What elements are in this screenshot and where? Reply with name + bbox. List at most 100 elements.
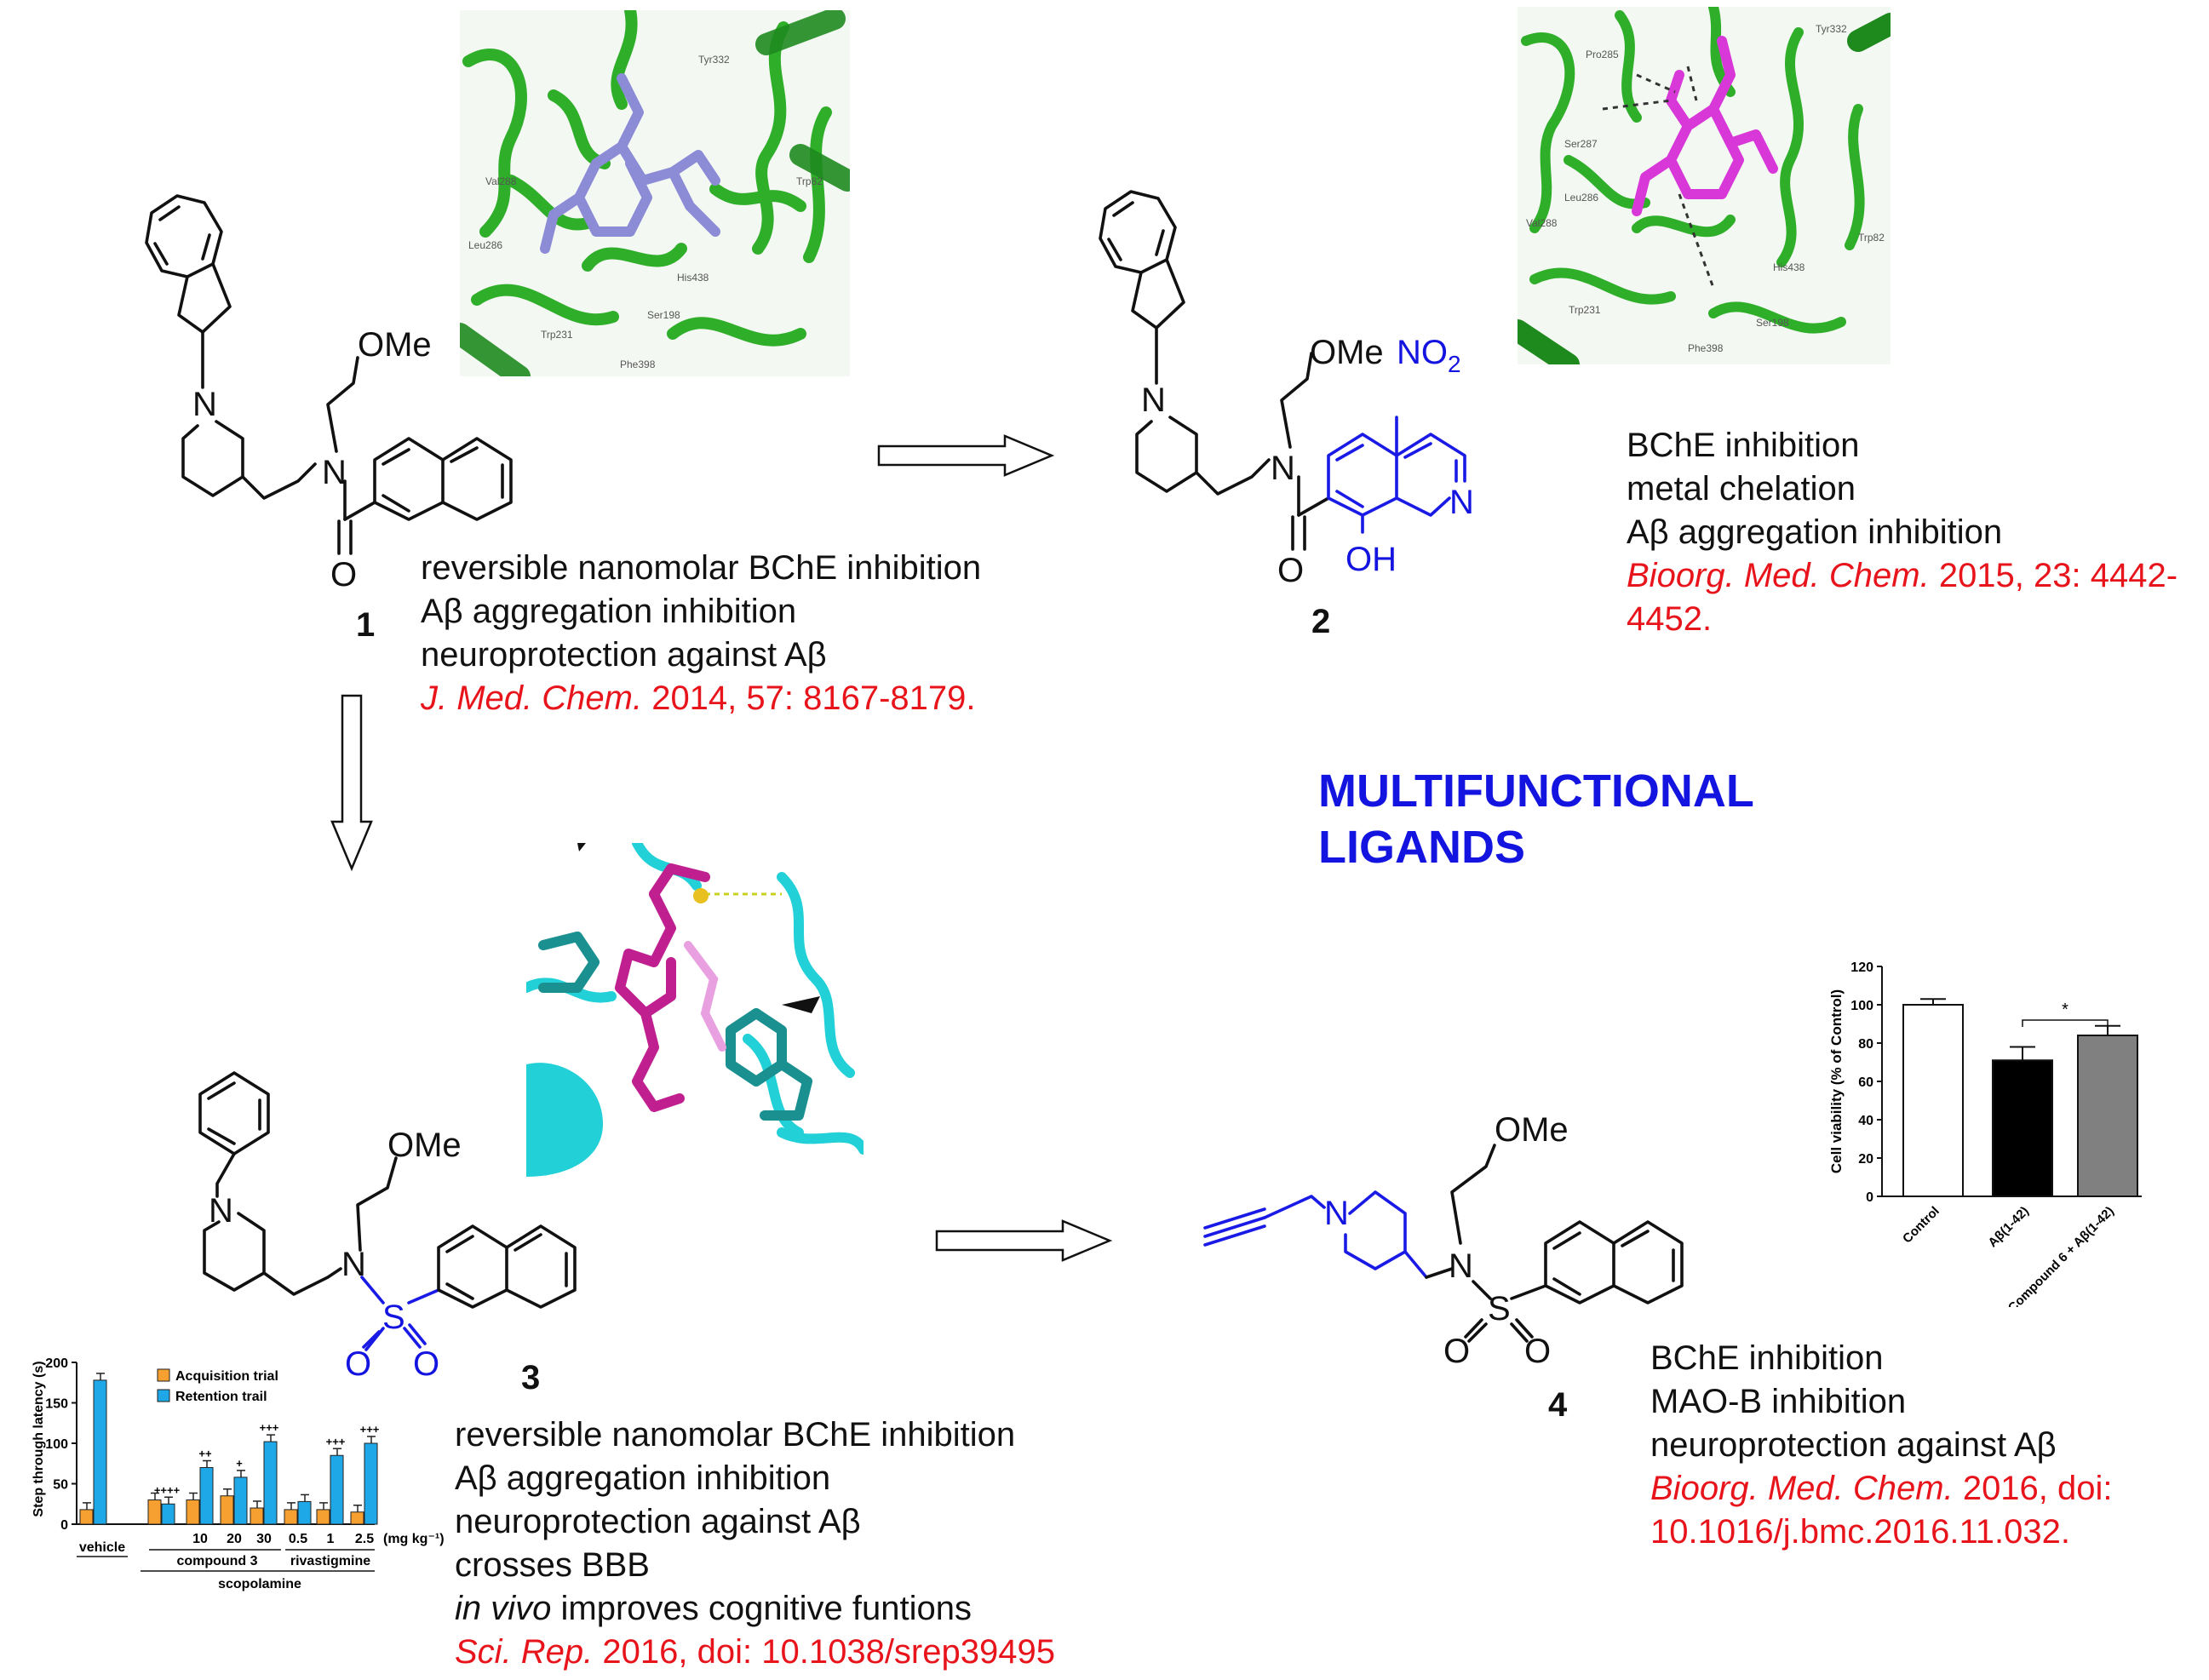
property-item: metal chelation bbox=[1627, 470, 1856, 507]
chart-axes: Cell viability (% of Control)02040608010… bbox=[1828, 960, 2142, 1205]
residue-label: Ser198 bbox=[1756, 317, 1789, 329]
residue-label: His438 bbox=[677, 272, 709, 284]
bar bbox=[2077, 1035, 2138, 1197]
y-tick-label: 50 bbox=[53, 1478, 68, 1493]
reference-citation: Sci. Rep. 2016, doi: 10.1038/srep39495 bbox=[455, 1633, 1055, 1671]
nitro-label: NO2 bbox=[1397, 334, 1461, 377]
property-item: BChE inhibition bbox=[1650, 1339, 1884, 1377]
residue-label: Leu286 bbox=[1564, 192, 1598, 204]
bar bbox=[186, 1499, 200, 1525]
x-tick-label: Control bbox=[1900, 1204, 1942, 1247]
page-title: MULTIFUNCTIONAL LIGANDS bbox=[1318, 763, 1754, 875]
residue-label: Ser198 bbox=[647, 309, 680, 321]
bar bbox=[330, 1454, 344, 1525]
docking-image-2: Pro285 Tyr332 Ser287 Leu286 Val288 Trp82… bbox=[1506, 2, 1902, 376]
arrow-down-icon bbox=[330, 694, 373, 872]
significance-marker: +++ bbox=[360, 1423, 380, 1436]
significance-bracket bbox=[2022, 1019, 2109, 1027]
title-line-1: MULTIFUNCTIONAL bbox=[1318, 765, 1754, 817]
atom-label: N bbox=[1449, 1247, 1473, 1285]
property-item: neuroprotection against Aβ bbox=[455, 1503, 861, 1540]
chart-ylabel: Cell viability (% of Control) bbox=[1828, 989, 1845, 1173]
atom-label: OMe bbox=[1495, 1111, 1569, 1149]
reference-citation: Bioorg. Med. Chem. 2016, doi: bbox=[1650, 1470, 2113, 1507]
residue-label: Val288 bbox=[485, 175, 517, 187]
significance-marker: + bbox=[236, 1457, 243, 1470]
y-tick-label: 150 bbox=[45, 1397, 68, 1412]
property-item: neuroprotection against Aβ bbox=[1650, 1426, 2057, 1464]
atom-label: OMe bbox=[358, 326, 432, 364]
bar bbox=[1992, 1059, 2053, 1197]
reference-citation-line-2: 10.1016/j.bmc.2016.11.032. bbox=[1650, 1513, 2070, 1551]
title-line-2: LIGANDS bbox=[1318, 822, 1525, 873]
property-item: crosses BBB bbox=[455, 1546, 650, 1584]
compound-number-3: 3 bbox=[521, 1359, 541, 1396]
chart-bars: * bbox=[1902, 998, 2138, 1197]
bar bbox=[250, 1507, 264, 1525]
atom-label: OMe bbox=[387, 1127, 462, 1164]
y-tick-label: 100 bbox=[1850, 999, 1873, 1013]
property-item: BChE inhibition bbox=[1627, 427, 1860, 464]
y-tick-label: 100 bbox=[45, 1437, 68, 1452]
y-tick-label: 0 bbox=[60, 1518, 68, 1533]
unit-label: (mg kg⁻¹) bbox=[383, 1532, 445, 1546]
atom-label: N bbox=[1449, 484, 1474, 521]
significance-marker: * bbox=[2062, 1001, 2068, 1019]
compound-1-properties: reversible nanomolar BChE inhibition Aβ … bbox=[421, 547, 981, 720]
bar bbox=[220, 1495, 234, 1525]
bar bbox=[1902, 1004, 1964, 1197]
atom-label: O bbox=[1524, 1333, 1551, 1370]
y-tick-label: 0 bbox=[1866, 1190, 1873, 1205]
atom-label: O bbox=[345, 1345, 371, 1383]
atom-label: O bbox=[1277, 552, 1304, 589]
docking-image-1: Tyr332 Trp82 Val288 Leu286 His438 Ser198… bbox=[449, 4, 858, 387]
significance-marker: ++ bbox=[198, 1448, 212, 1460]
residue-label: Phe398 bbox=[1688, 342, 1724, 354]
compound-number-2: 2 bbox=[1311, 603, 1331, 640]
atom-label: O bbox=[330, 556, 357, 593]
property-item: in vivo improves cognitive funtions bbox=[455, 1590, 972, 1627]
bar bbox=[364, 1442, 378, 1525]
property-item: reversible nanomolar BChE inhibition bbox=[421, 549, 982, 587]
bar bbox=[316, 1509, 330, 1525]
compound-2-properties: BChE inhibition metal chelation Aβ aggre… bbox=[1627, 424, 2177, 641]
x-tick-label: 2.5 bbox=[355, 1532, 374, 1546]
residue-label: Trp82 bbox=[1858, 232, 1885, 244]
legend-label: Retention trail bbox=[175, 1390, 267, 1404]
residue-label: Trp231 bbox=[541, 329, 573, 341]
x-tick-label: 10 bbox=[192, 1532, 208, 1546]
y-tick-label: 60 bbox=[1858, 1075, 1873, 1090]
bar bbox=[233, 1476, 248, 1525]
atom-label: N bbox=[322, 454, 347, 491]
residue-label: Val288 bbox=[1526, 217, 1558, 229]
legend-label: Acquisition trial bbox=[175, 1369, 278, 1384]
bar bbox=[93, 1379, 107, 1525]
reference-citation-line-2: 4452. bbox=[1627, 600, 1713, 638]
structure-compound-3: N N S O O OMe bbox=[198, 1071, 577, 1383]
atom-label: S bbox=[1488, 1290, 1511, 1327]
bar bbox=[263, 1441, 278, 1525]
x-tick-label: Aβ(1-42) bbox=[1985, 1204, 2031, 1250]
y-tick-label: 120 bbox=[1850, 960, 1873, 975]
residue-label: Pro285 bbox=[1586, 49, 1619, 60]
atom-label: N bbox=[209, 1192, 233, 1230]
residue-label: Ser287 bbox=[1564, 138, 1598, 150]
docking-image-3 bbox=[521, 838, 869, 1177]
significance-marker: +++ bbox=[260, 1421, 279, 1434]
bar bbox=[199, 1467, 214, 1525]
arrow-right-icon bbox=[935, 1219, 1113, 1262]
compound-3-properties: reversible nanomolar BChE inhibition Aβ … bbox=[455, 1413, 1055, 1674]
group-label: compound 3 bbox=[176, 1554, 257, 1568]
chart-bars: ++++++++++++++++ bbox=[79, 1373, 380, 1525]
atom-label: N bbox=[192, 386, 217, 423]
atom-label: OH bbox=[1345, 541, 1397, 578]
residue-label: His438 bbox=[1773, 261, 1805, 273]
chart-cell-viability: Cell viability (% of Control)02040608010… bbox=[1828, 960, 2142, 1307]
atom-label: N bbox=[341, 1246, 366, 1283]
bar bbox=[161, 1503, 175, 1525]
property-item: Aβ aggregation inhibition bbox=[421, 593, 797, 630]
compound-number-4: 4 bbox=[1548, 1386, 1568, 1424]
